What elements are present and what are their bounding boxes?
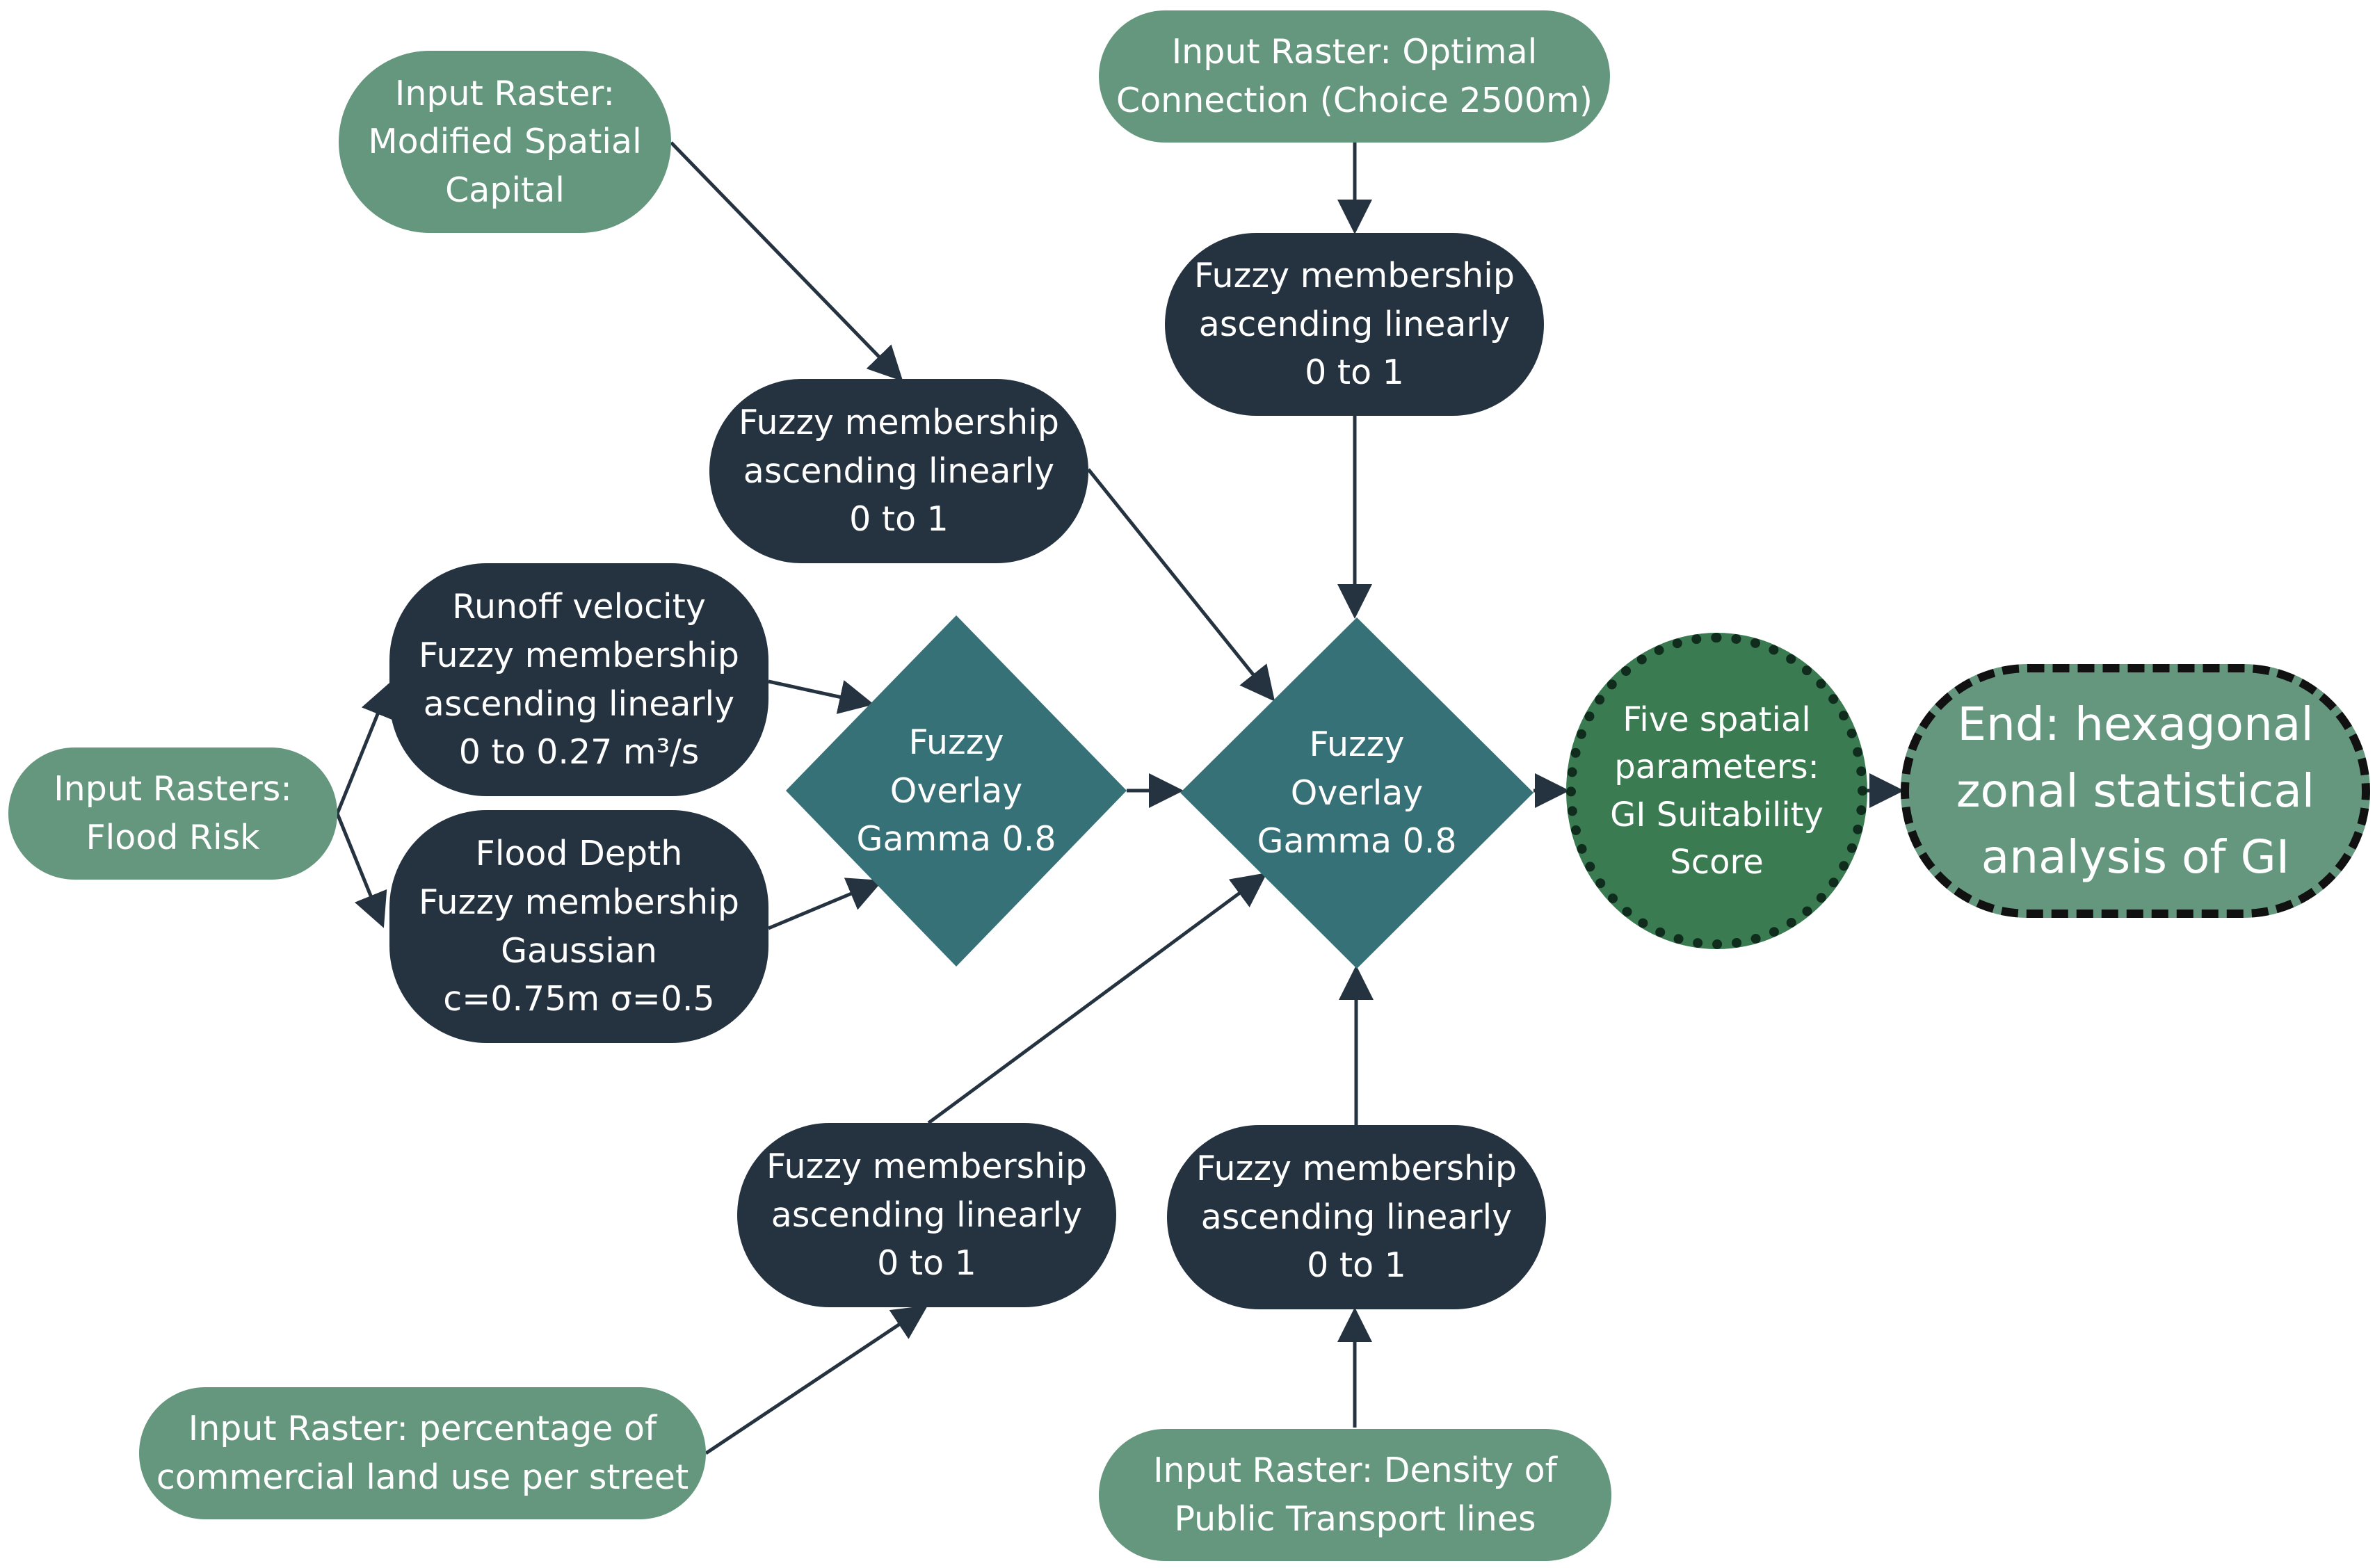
- input-commercial-node: Input Raster: percentage of commercial l…: [139, 1387, 706, 1519]
- arrow-flood-risk-to-runoff: [335, 681, 394, 814]
- flood-depth-node: Flood Depth Fuzzy membership Gaussian c=…: [389, 810, 768, 1043]
- arrow-commercial-input-to-fuzzy: [705, 1305, 928, 1455]
- main-overlay-diamond: Fuzzy Overlay Gamma 0.8: [1180, 617, 1533, 969]
- arrow-flood-risk-to-depth: [335, 813, 387, 928]
- arrow-fuzzy-commercial-to-overlay: [927, 873, 1268, 1125]
- fuzzy-spatial-capital-node: Fuzzy membership ascending linearly 0 to…: [709, 379, 1088, 563]
- end-node: End: hexagonal zonal statistical analysi…: [1901, 664, 2370, 918]
- input-optimal-connection-node: Input Raster: Optimal Connection (Choice…: [1099, 10, 1610, 143]
- fuzzy-commercial-node: Fuzzy membership ascending linearly 0 to…: [737, 1123, 1116, 1307]
- arrow-spatial-capital-to-fuzzy: [670, 141, 903, 382]
- arrow-runoff-to-flood-overlay: [768, 679, 874, 714]
- gi-suitability-score-node: Five spatial parameters: GI Suitability …: [1566, 633, 1867, 949]
- diamond-shape: [786, 615, 1127, 967]
- diamond-shape: [1180, 617, 1533, 969]
- input-flood-risk-node: Input Rasters: Flood Risk: [8, 747, 337, 880]
- flood-overlay-label: Fuzzy Overlay Gamma 0.8: [856, 722, 1056, 859]
- input-transport-node: Input Raster: Density of Public Transpor…: [1099, 1429, 1611, 1561]
- arrow-fuzzy-capital-to-overlay: [1087, 468, 1275, 702]
- flood-overlay-diamond: Fuzzy Overlay Gamma 0.8: [786, 615, 1127, 967]
- runoff-velocity-node: Runoff velocity Fuzzy membership ascendi…: [389, 563, 768, 796]
- fuzzy-optimal-connection-node: Fuzzy membership ascending linearly 0 to…: [1165, 233, 1544, 416]
- fuzzy-transport-node: Fuzzy membership ascending linearly 0 to…: [1167, 1125, 1546, 1309]
- input-spatial-capital-node: Input Raster: Modified Spatial Capital: [339, 51, 671, 233]
- main-overlay-label: Fuzzy Overlay Gamma 0.8: [1257, 725, 1457, 862]
- arrow-depth-to-flood-overlay: [768, 878, 883, 930]
